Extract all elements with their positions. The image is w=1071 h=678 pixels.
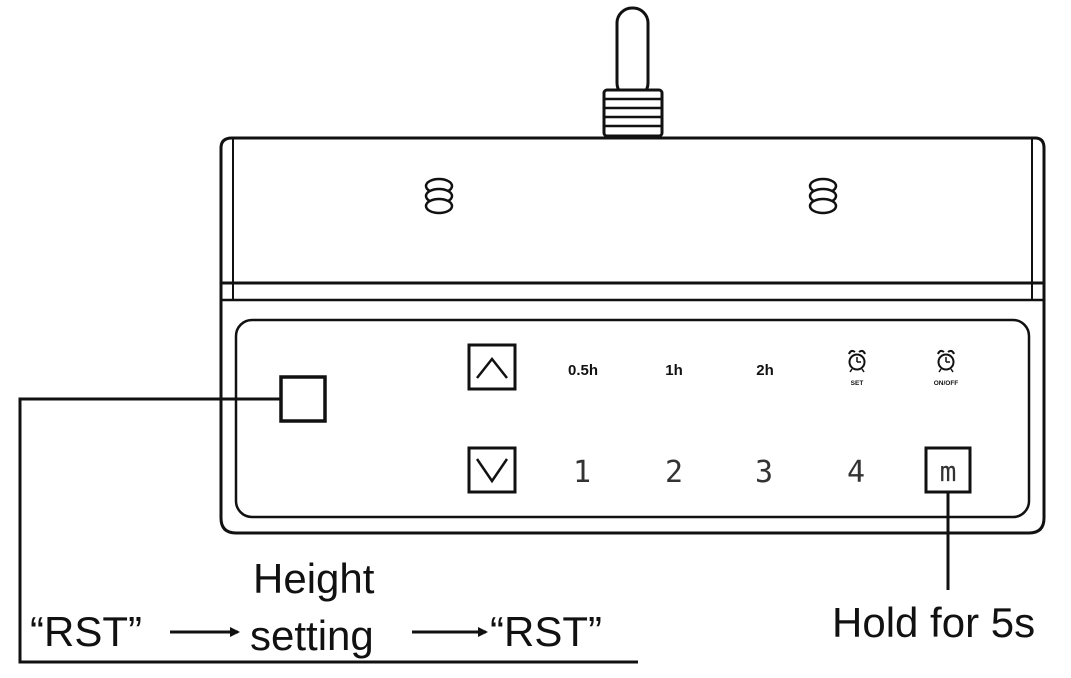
up-button[interactable] [467, 343, 517, 391]
alarm-onoff-label: ON/OFF [934, 380, 959, 387]
memory-m-label: m [940, 455, 957, 488]
height-setting-line1: Height [253, 555, 375, 602]
screw-hole-right [808, 177, 838, 215]
screw-hole-left [424, 177, 454, 215]
alarm-set-label: SET [851, 380, 864, 387]
rst-end-label: “RST” [490, 608, 602, 655]
alarm-clock-icon [848, 349, 866, 373]
chevron-up-icon [476, 356, 508, 379]
memory-preset-1-button[interactable]: 1 [573, 455, 591, 490]
callout-lines [18, 397, 950, 664]
display-window[interactable] [279, 375, 327, 423]
height-setting-line2: setting [250, 612, 374, 659]
memory-preset-4-button[interactable]: 4 [847, 455, 865, 490]
memory-preset-2-button[interactable]: 2 [665, 455, 683, 490]
timer-1h-button[interactable]: 1h [665, 362, 683, 379]
down-button[interactable] [467, 446, 517, 494]
power-cable [602, 6, 664, 138]
hold-instruction-label: Hold for 5s [832, 599, 1035, 646]
control-panel-face [234, 318, 1031, 519]
rst-start-label: “RST” [30, 608, 142, 655]
alarm-onoff-button[interactable]: ON/OFF [934, 349, 959, 387]
timer-2h-button[interactable]: 2h [756, 362, 774, 379]
memory-preset-3-button[interactable]: 3 [755, 455, 773, 490]
timer-0.5h-button[interactable]: 0.5h [568, 362, 598, 379]
chevron-down-icon [475, 458, 509, 484]
memory-m-button[interactable]: m [924, 446, 972, 494]
alarm-set-button[interactable]: SET [848, 349, 866, 387]
alarm-clock-icon [937, 349, 955, 373]
